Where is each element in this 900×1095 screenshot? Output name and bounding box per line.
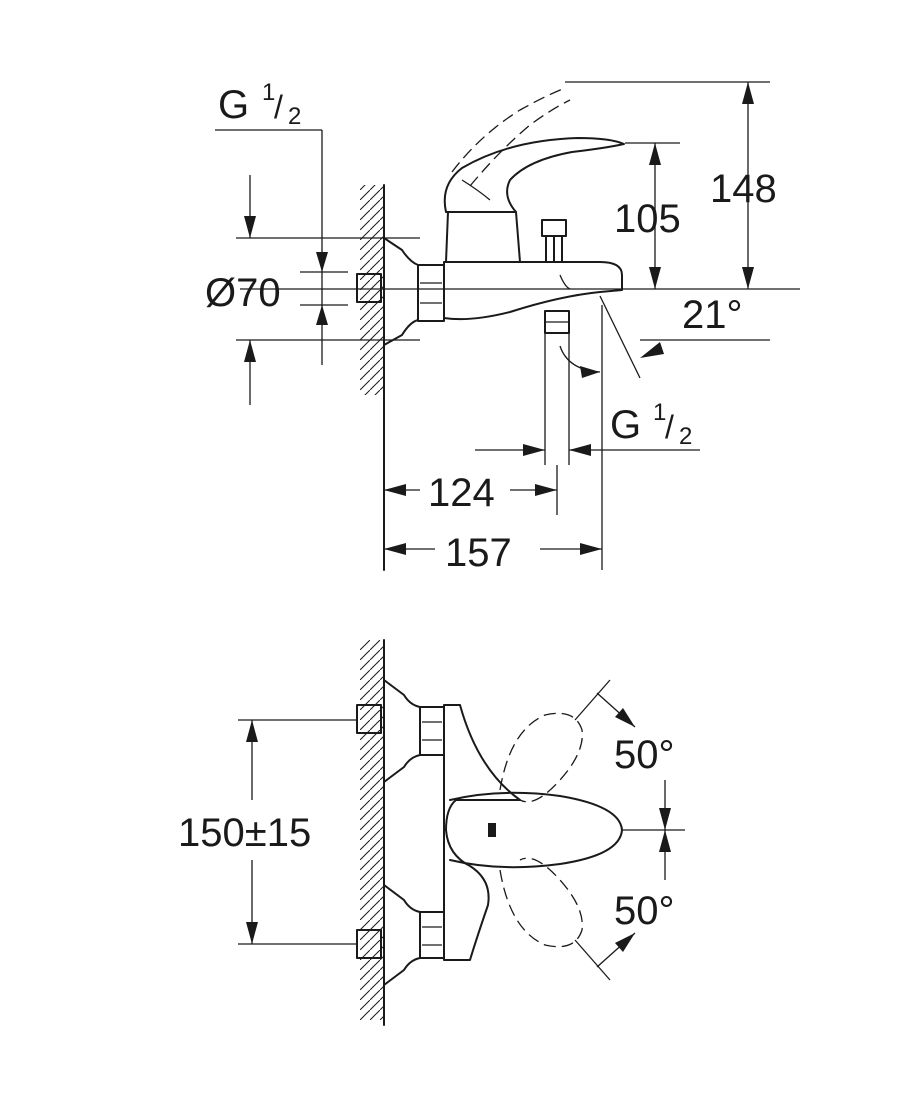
- inlet-thread-dimension: [215, 129, 323, 365]
- diameter-label: Ø70: [205, 271, 281, 315]
- top-view: 150±15 50° 50°: [178, 639, 685, 1026]
- swing-angle-dimensions: [574, 679, 636, 981]
- shower-outlet: [544, 310, 570, 465]
- swing-up-label: 50°: [614, 733, 675, 777]
- diverter-knob: [541, 219, 567, 263]
- centres-dimension: [238, 719, 357, 945]
- spout-angle-dimension: [559, 295, 770, 570]
- swing-down-label: 50°: [614, 889, 675, 933]
- outlet-thread-numerator: 1: [653, 399, 666, 426]
- side-view: G 1 / 2 Ø70 148 105 21° G 1 / 2 124 157: [205, 79, 800, 575]
- lever-handle: [443, 137, 625, 213]
- height-handle-label: 105: [614, 197, 681, 241]
- mixer-body-top: [443, 704, 623, 961]
- projection-124-dimension: [384, 465, 558, 515]
- diameter-dimension: [236, 175, 420, 405]
- outlet-thread-slash: /: [665, 409, 674, 445]
- inlet-thread-slash: /: [274, 89, 283, 125]
- outlet-thread-denominator: 2: [679, 423, 692, 450]
- inlet-thread-numerator: 1: [262, 79, 275, 106]
- inlet-thread-denominator: 2: [288, 103, 301, 130]
- outlet-thread-dimension: [475, 444, 700, 456]
- inlet-thread-letter: G: [218, 83, 249, 127]
- lever-raised-position: [451, 87, 571, 187]
- lower-flange: [356, 884, 445, 986]
- handle-indicator: [488, 823, 496, 837]
- projection-157-label: 157: [445, 531, 512, 575]
- projection-157-dimension: [384, 543, 602, 555]
- spout-angle-label: 21°: [682, 293, 743, 337]
- height-total-label: 148: [710, 167, 777, 211]
- wall-top: [360, 639, 385, 1026]
- outlet-thread-letter: G: [610, 403, 641, 447]
- height-dimensions: [565, 81, 770, 289]
- handle-swing-positions: [499, 712, 583, 948]
- wall-side: [360, 184, 385, 571]
- mixer-body: [443, 211, 623, 321]
- projection-124-label: 124: [428, 471, 495, 515]
- centres-label: 150±15: [178, 811, 311, 855]
